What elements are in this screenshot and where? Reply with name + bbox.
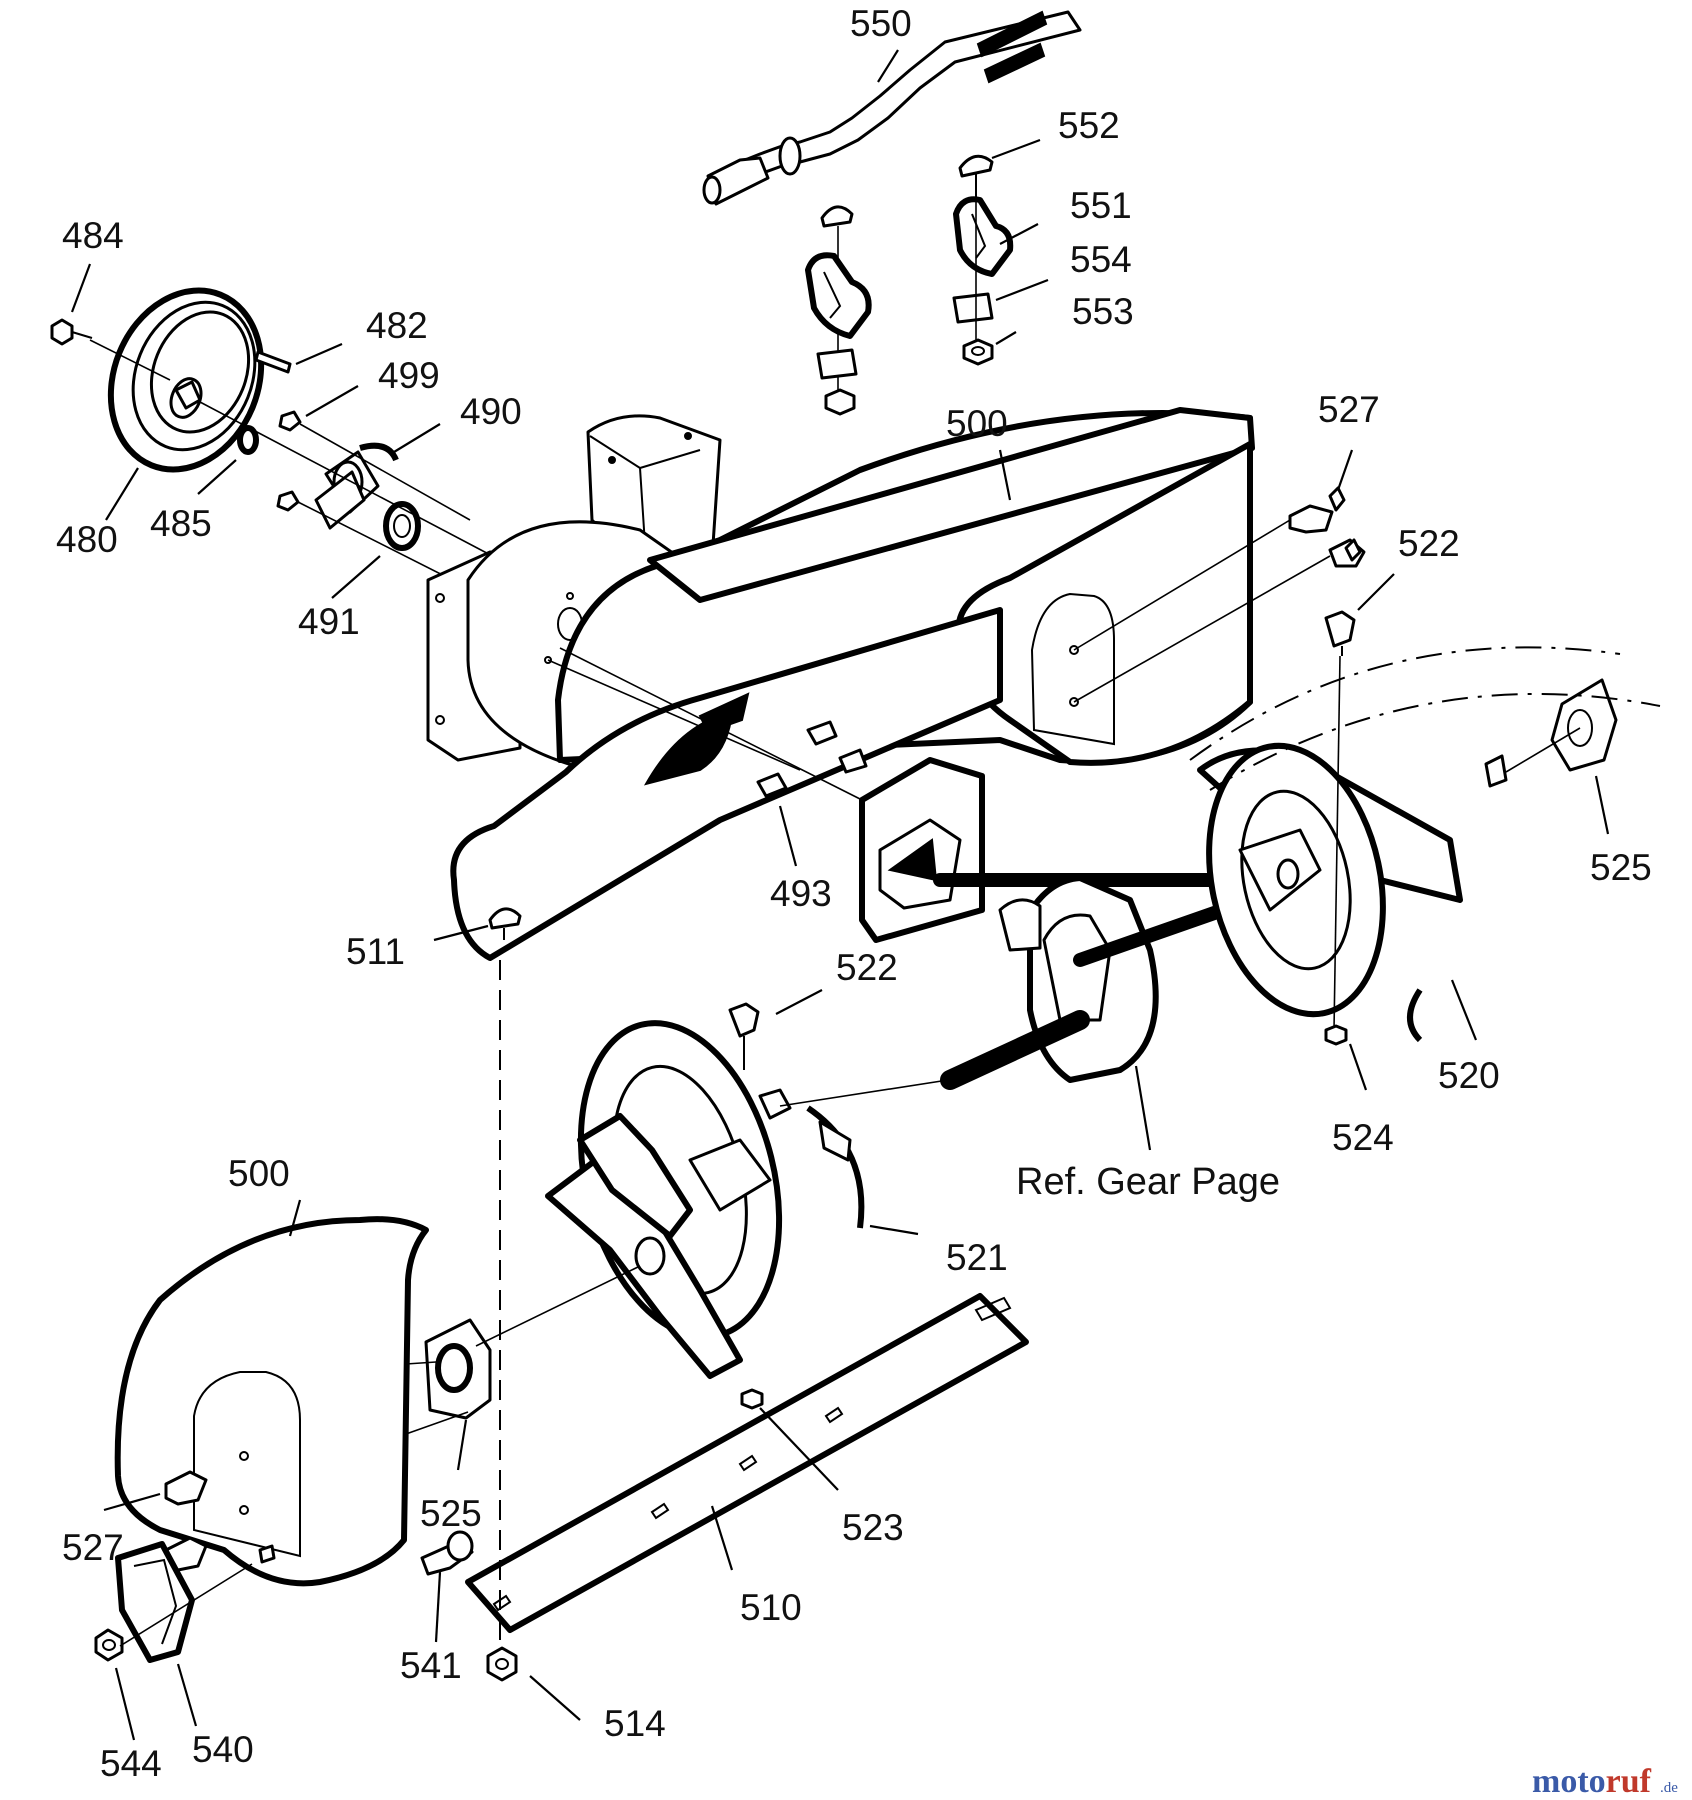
callout-500-bottom: 500 [228,1153,290,1194]
part-520-right-auger [1197,742,1463,1043]
part-522-bolt-right [1324,610,1356,656]
callout-525-right: 525 [1590,847,1652,888]
callout-527-bottom: 527 [62,1527,124,1568]
part-544-nut [94,1628,124,1662]
callout-521: 521 [946,1237,1008,1278]
part-482-key [254,350,292,374]
part-521-left-auger [545,1020,865,1379]
callout-525-left: 525 [420,1493,482,1534]
callout-550: 550 [850,3,912,44]
callout-493: 493 [770,873,832,914]
part-484-bolt [50,318,93,346]
part-551-bracket [953,196,1014,277]
callout-527-top: 527 [1318,389,1380,430]
part-500-side-cover [114,1216,429,1587]
callout-490: 490 [460,391,522,432]
part-522-bolt-center [728,1002,760,1070]
part-493-bolt [756,720,868,798]
callout-510: 510 [740,1587,802,1628]
callout-485: 485 [150,503,212,544]
part-525-bearing-left [424,1318,492,1420]
reference-note: Ref. Gear Page [1016,1161,1280,1203]
part-510-scraper-bar [465,1293,1029,1633]
callout-511: 511 [346,931,405,972]
callout-500-top: 500 [946,403,1008,444]
part-540-chute-bracket [115,1541,195,1663]
callout-540: 540 [192,1729,254,1770]
callout-524: 524 [1332,1117,1394,1158]
callout-553: 553 [1072,291,1134,332]
part-525-bearing-right [1484,678,1618,788]
callout-552: 552 [1058,105,1120,146]
callout-541: 541 [400,1645,462,1686]
callout-523: 523 [842,1507,904,1548]
part-550-chute-crank [702,10,1082,206]
callout-520: 520 [1438,1055,1500,1096]
impeller-assembly [859,757,1267,943]
callout-522-right: 522 [1398,523,1460,564]
callout-482: 482 [366,305,428,346]
part-527-bolt-upper [1288,486,1366,568]
part-524-nut [1324,1024,1348,1046]
leader-lines [70,49,1610,1741]
callout-499: 499 [378,355,440,396]
callout-551: 551 [1070,185,1132,226]
part-554-spacer [952,292,994,324]
part-553-nut [962,338,994,366]
callout-554: 554 [1070,239,1132,280]
callout-480: 480 [56,519,118,560]
part-480-pulley [107,287,265,473]
part-541-bolt [420,1530,474,1576]
part-499-bolt [276,410,302,512]
callout-484: 484 [62,215,124,256]
part-500-auger-housing [426,407,1255,961]
watermark-logo: motoruf .de [1532,1763,1678,1800]
callout-544: 544 [100,1743,162,1784]
chute-bracket-left-assembly [805,205,872,416]
part-511-carriage-bolt [488,907,522,940]
callout-514: 514 [604,1703,666,1744]
svg-text:motoruf: motoruf [1532,1763,1652,1800]
part-485-ring [237,425,259,455]
part-523-nut [740,1388,764,1410]
svg-text:.de: .de [1660,1780,1678,1796]
part-490-bearing-flange [314,442,399,530]
callouts: 550 552 551 554 553 484 482 499 490 480 … [56,3,1652,1784]
callout-522-center: 522 [836,947,898,988]
part-491-bearing [383,501,421,551]
part-514-nut [486,1646,518,1682]
callout-491: 491 [298,601,360,642]
